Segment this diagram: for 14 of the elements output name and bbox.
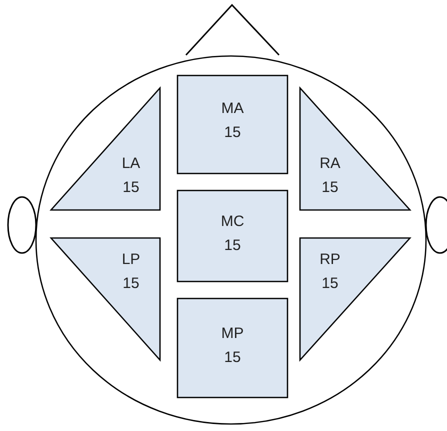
electrode-count: 15 bbox=[223, 123, 242, 143]
electrode-count: 15 bbox=[223, 236, 242, 256]
region-label: MC bbox=[220, 212, 246, 232]
electrode-count: 15 bbox=[223, 348, 242, 368]
electrode-count: 15 bbox=[122, 178, 140, 198]
region-label: MP bbox=[220, 324, 245, 344]
region-label: LA bbox=[120, 154, 142, 174]
region-label: RP bbox=[318, 250, 342, 270]
electrode-count: 15 bbox=[320, 274, 340, 294]
region-label: RA bbox=[318, 154, 342, 174]
electrode-count: 15 bbox=[122, 274, 140, 294]
region-label: LP bbox=[120, 250, 142, 270]
region-label: MA bbox=[220, 99, 245, 119]
electrode-count: 15 bbox=[320, 178, 340, 198]
